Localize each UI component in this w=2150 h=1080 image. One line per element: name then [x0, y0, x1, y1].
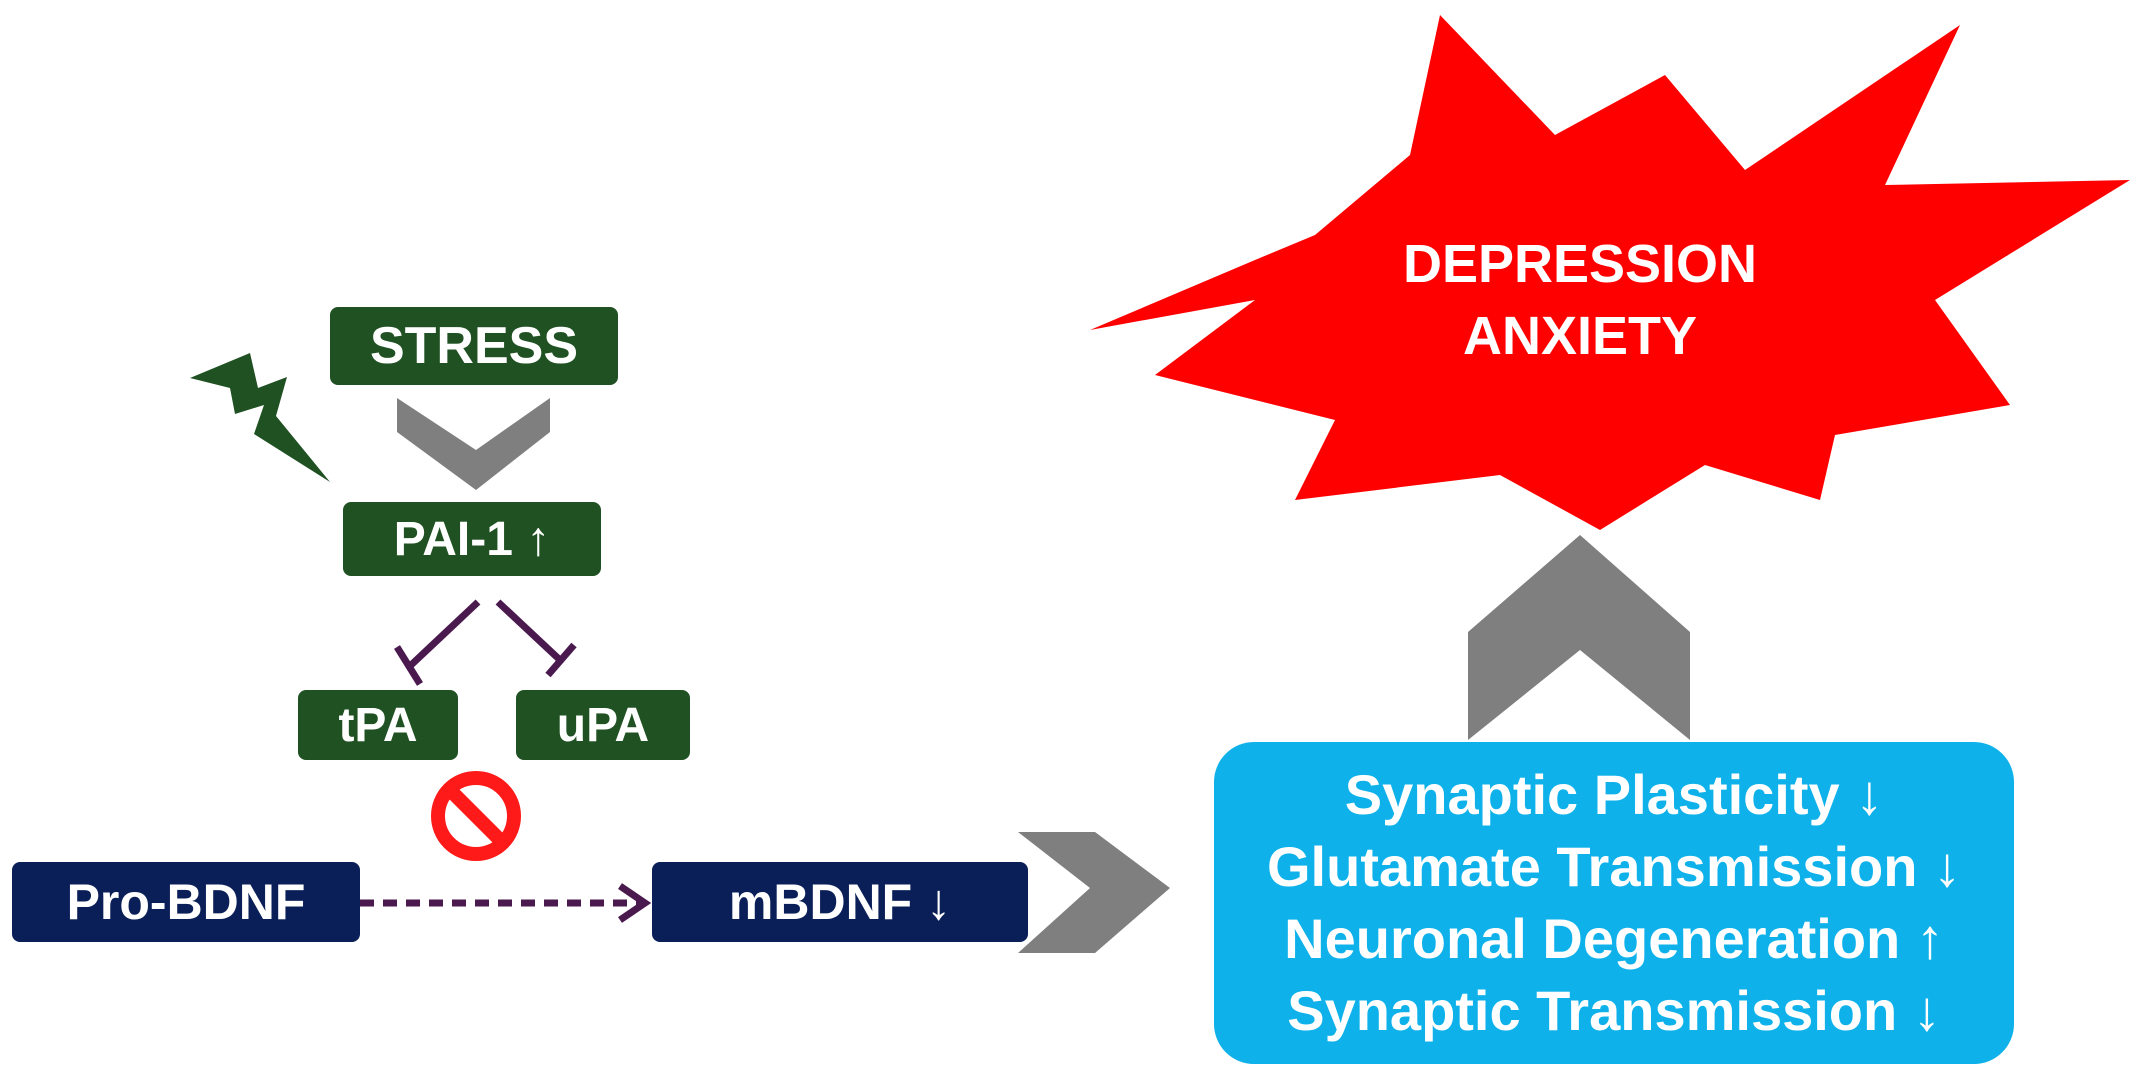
mbdnf-label: mBDNF ↓	[728, 874, 952, 930]
stress-box: STRESS	[330, 307, 618, 385]
conversion-arrow	[360, 883, 652, 923]
lightning-bolt-icon	[190, 353, 330, 482]
chevron-right-arrow	[1018, 832, 1170, 953]
effect-item: Neuronal Degeneration ↑	[1284, 907, 1944, 970]
pai1-label: PAI-1 ↑	[393, 512, 551, 566]
inhibit-upa-line	[495, 599, 563, 663]
outcome-starburst	[1090, 15, 2130, 530]
effect-item: Synaptic Plasticity ↓	[1344, 763, 1884, 826]
prohibition-icon	[431, 771, 521, 861]
stress-label: STRESS	[369, 317, 579, 375]
outcome-label: DEPRESSION ANXIETY	[1380, 228, 1780, 372]
tpa-box: tPA	[298, 690, 458, 760]
outcome-line-anxiety: ANXIETY	[1462, 306, 1698, 366]
mbdnf-box: mBDNF ↓	[652, 862, 1028, 942]
inhibit-tpa-line	[407, 599, 481, 669]
upa-label: uPA	[556, 698, 650, 752]
inhibit-tpa-bar	[394, 645, 423, 686]
conversion-arrowhead	[618, 883, 652, 923]
chevron-up-arrow	[1468, 535, 1690, 740]
effect-item: Synaptic Transmission ↓	[1287, 979, 1941, 1042]
upa-box: uPA	[516, 690, 690, 760]
pro-bdnf-label: Pro-BDNF	[66, 874, 306, 930]
outcome-line-depression: DEPRESSION	[1402, 234, 1758, 294]
effects-box: Synaptic Plasticity ↓ Glutamate Transmis…	[1214, 742, 2014, 1064]
tpa-label: tPA	[338, 698, 418, 752]
pai1-box: PAI-1 ↑	[343, 502, 601, 576]
inhibition-arrows	[394, 599, 577, 686]
effect-item: Glutamate Transmission ↓	[1267, 835, 1961, 898]
pro-bdnf-box: Pro-BDNF	[12, 862, 360, 942]
inhibit-upa-bar	[545, 642, 577, 678]
chevron-down-arrow	[397, 398, 550, 490]
